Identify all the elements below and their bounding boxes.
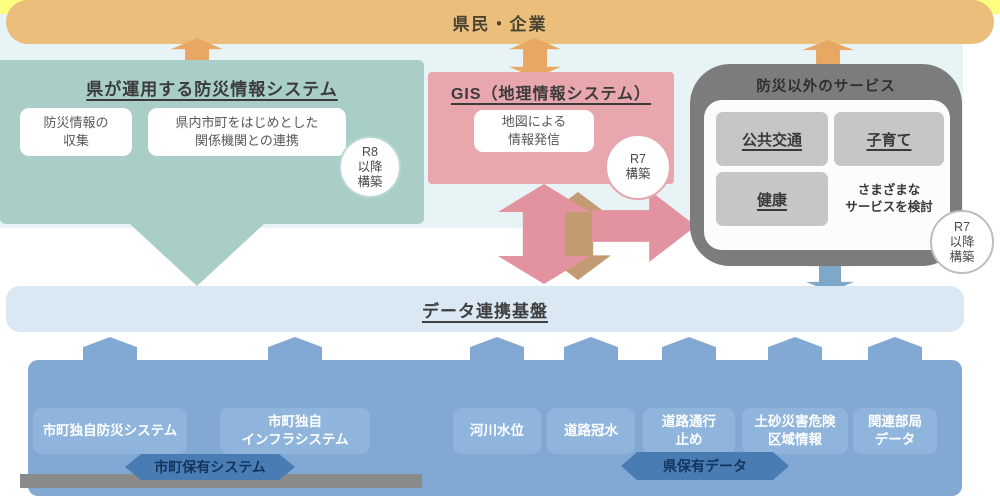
up-arrow-icon <box>470 337 524 361</box>
municipal-group-label: 市町保有システム <box>125 454 295 480</box>
municipal-disaster-system-card: 市町独自防災システム <box>33 408 187 454</box>
childcare-cell: 子育て <box>834 112 944 166</box>
up-arrow-icon <box>662 337 716 361</box>
down-arrow-icon <box>130 224 264 286</box>
data-platform-title: データ連携基盤 <box>422 301 548 321</box>
prefectural-group-label: 県保有データ <box>621 452 789 480</box>
landslide-risk-card: 土砂災害危険 区域情報 <box>742 408 848 454</box>
map-info-card: 地図による 情報発信 <box>474 110 594 152</box>
related-departments-card: 関連部局 データ <box>853 408 937 454</box>
municipal-coordination-card: 県内市町をはじめとした 関係機関との連携 <box>148 108 346 156</box>
municipal-infra-system-card: 市町独自 インフラシステム <box>220 408 370 454</box>
various-services-cell: さまざまな サービスを検討 <box>845 182 933 215</box>
up-arrow-icon <box>564 337 618 361</box>
public-transit-cell: 公共交通 <box>716 112 828 166</box>
r7-later-build-badge: R7 以降 構築 <box>930 210 994 274</box>
audience-label: 県民・企業 <box>452 14 548 34</box>
up-arrow-icon <box>268 337 322 361</box>
prefecture-disaster-title: 県が運用する防災情報システム <box>86 79 338 99</box>
river-level-card: 河川水位 <box>453 408 541 454</box>
health-cell: 健康 <box>716 172 828 226</box>
up-arrow-icon <box>868 337 922 361</box>
r7-build-badge: R7 構築 <box>605 134 671 200</box>
data-platform-band: データ連携基盤 <box>6 286 964 332</box>
gis-title: GIS（地理情報システム） <box>450 86 652 103</box>
up-arrow-icon <box>83 337 137 361</box>
road-flood-card: 道路冠水 <box>547 408 635 454</box>
up-arrow-icon <box>768 337 822 361</box>
r8-build-badge: R8 以降 構築 <box>339 136 401 198</box>
other-services-title: 防災以外のサービス <box>756 78 896 95</box>
shadow-strip <box>20 474 422 488</box>
disaster-info-collect-card: 防災情報の 収集 <box>20 108 132 156</box>
road-closure-card: 道路通行 止め <box>643 408 735 454</box>
audience-banner: 県民・企業 <box>6 0 994 44</box>
